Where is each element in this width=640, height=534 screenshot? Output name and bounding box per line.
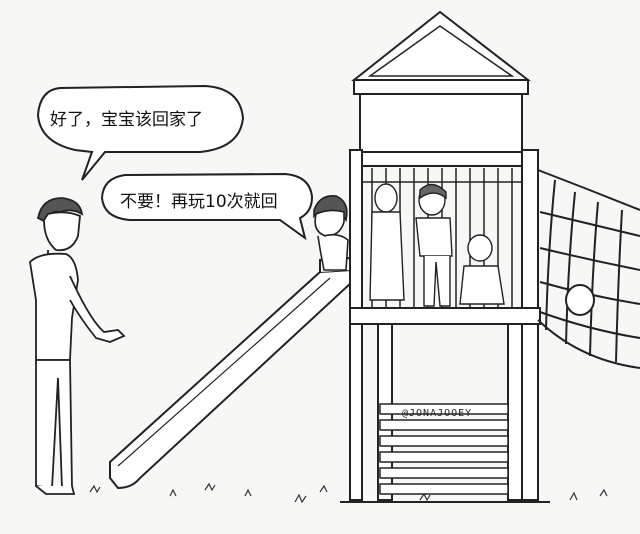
- caged-kids: [369, 183, 505, 307]
- playhouse-steps: [379, 403, 509, 495]
- parent-figure: [29, 197, 126, 495]
- parent-head: [43, 211, 81, 252]
- child-on-slide: [313, 194, 349, 271]
- parent-legs: [35, 359, 73, 490]
- slide: [109, 256, 353, 490]
- child-dialogue-text: 不要！再玩10次就回: [120, 192, 278, 212]
- parent-arm: [69, 275, 126, 343]
- grass-tufts: [89, 482, 608, 504]
- playhouse: [340, 10, 550, 503]
- parent-torso: [29, 252, 79, 361]
- parent-dialogue-text: 好了，宝宝该回家了: [50, 110, 203, 130]
- playhouse-deck: [349, 307, 541, 325]
- parent-speech-bubble: [36, 84, 245, 181]
- artist-signature: @JONAJOOEY: [402, 408, 473, 419]
- cargo-net: [537, 169, 640, 369]
- child-speech-bubble: [100, 172, 314, 241]
